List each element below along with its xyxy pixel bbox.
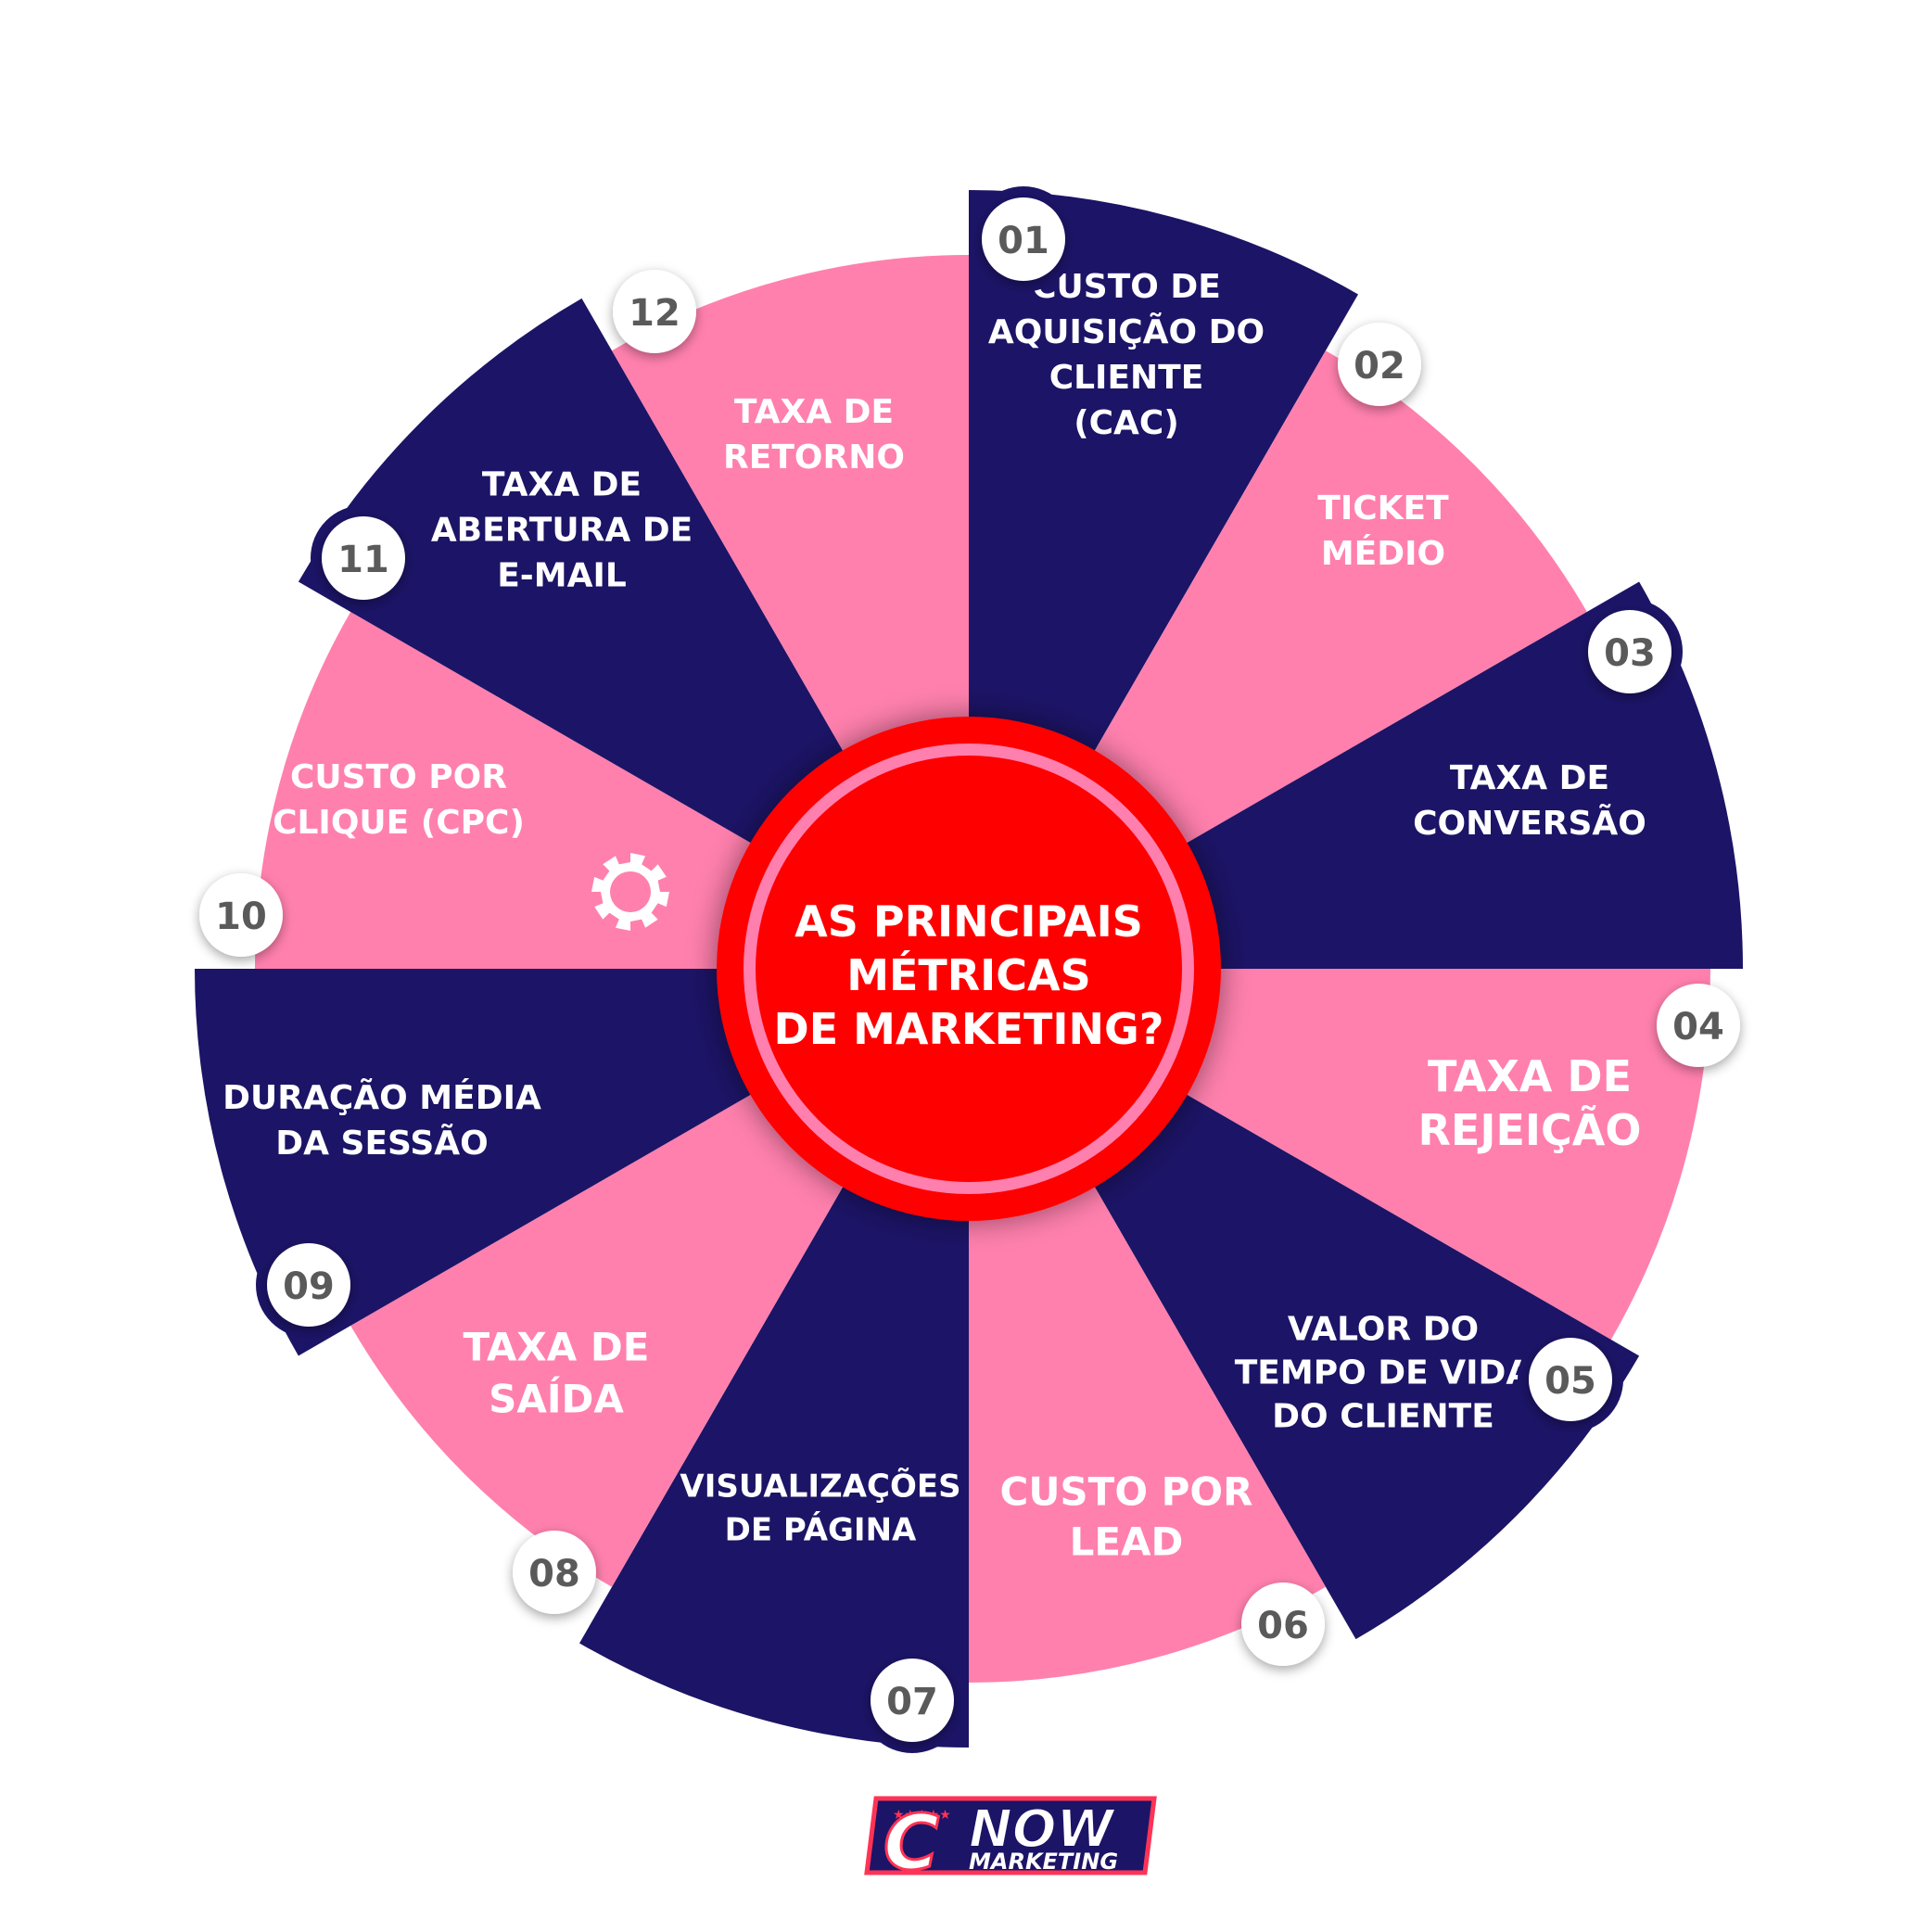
segment-04-label-line: TAXA DE [1428, 1051, 1632, 1101]
badge-circle [982, 197, 1065, 281]
number-badge-08: 08 [513, 1531, 596, 1614]
segment-07-label-line: DE PÁGINA [725, 1510, 917, 1548]
number-badge-09: 09 [256, 1232, 362, 1338]
segment-02-label: TICKET MÉDIO [1317, 489, 1449, 573]
segment-07-label-line: VISUALIZAÇÕES [680, 1467, 960, 1505]
badge-circle [199, 873, 283, 957]
segment-01-label-line: CUSTO DE [1032, 268, 1221, 306]
segment-11-label-line: E-MAIL [497, 557, 627, 595]
logo-subtitle: MARKETING [969, 1849, 1118, 1875]
number-badge-06: 06 [1241, 1582, 1325, 1666]
segment-11-label-line: TAXA DE [482, 466, 642, 504]
number-badge-12: 12 [613, 270, 696, 353]
segment-02-label-line: MÉDIO [1321, 534, 1445, 573]
number-badge-01: 01 [971, 186, 1076, 292]
segment-11-label: TAXA DE ABERTURA DE E-MAIL [431, 466, 693, 595]
center-title-line-1: AS PRINCIPAIS [794, 896, 1143, 947]
badge-circle [1338, 323, 1421, 406]
segment-01-label: CUSTO DE AQUISIÇÃO DO CLIENTE (CAC) [988, 268, 1265, 442]
badge-circle [322, 516, 405, 600]
number-badge-11: 11 [311, 505, 416, 611]
gear-hole [610, 871, 651, 912]
badge-circle [1657, 984, 1740, 1067]
center-title-line-2: MÉTRICAS [846, 950, 1091, 1000]
segment-08-label-line: SAÍDA [489, 1376, 624, 1422]
segment-10-label-line: CUSTO POR [290, 758, 507, 796]
badge-number: 03 [1604, 632, 1656, 675]
segment-12-label-line: TAXA DE [734, 393, 894, 431]
segment-10-label: CUSTO POR CLIQUE (CPC) [273, 758, 525, 842]
gear-icon [591, 853, 669, 931]
logo-letter: C [883, 1799, 939, 1888]
badge-number: 07 [886, 1681, 938, 1723]
badge-circle [267, 1243, 350, 1327]
segment-05-label: VALOR DO TEMPO DE VIDA DO CLIENTE [1235, 1311, 1532, 1436]
number-badge-10: 10 [199, 873, 283, 957]
badge-number: 02 [1354, 345, 1405, 388]
segment-01-label-line: (CAC) [1074, 404, 1179, 442]
badge-number: 01 [998, 220, 1049, 262]
number-badge-03: 03 [1577, 599, 1683, 705]
badge-circle [513, 1531, 596, 1614]
center-title-line-3: DE MARKETING? [774, 1004, 1164, 1054]
badge-circle [1241, 1582, 1325, 1666]
segment-03-label-line: CONVERSÃO [1413, 804, 1646, 843]
segment-11-label-line: ABERTURA DE [431, 512, 693, 550]
badge-number: 11 [337, 539, 389, 581]
badge-number: 09 [283, 1265, 335, 1308]
badges-layer: 01 02 03 04 05 06 07 08 09 10 11 12 [199, 186, 1740, 1753]
segment-12-label-line: RETORNO [723, 439, 905, 477]
segment-05-label-line: DO CLIENTE [1272, 1398, 1494, 1436]
segment-09-label-line: DURAÇÃO MÉDIA [222, 1078, 541, 1117]
segment-12-label: TAXA DE RETORNO [723, 393, 905, 477]
logo-word: NOW [969, 1799, 1116, 1860]
number-badge-05: 05 [1518, 1327, 1623, 1432]
segment-06-label-line: CUSTO POR [1000, 1469, 1253, 1515]
segment-03-label-line: TAXA DE [1450, 759, 1609, 797]
svg-text:★★★★★: ★★★★★ [893, 1809, 951, 1823]
segment-09-label: DURAÇÃO MÉDIA DA SESSÃO [222, 1078, 541, 1163]
segment-08-label: TAXA DE SAÍDA [464, 1325, 650, 1422]
segment-04-label-line: REJEIÇÃO [1418, 1104, 1642, 1155]
badge-number: 08 [528, 1553, 580, 1595]
cnow-marketing-logo: ★★★★★ C NOW MARKETING [864, 1796, 1157, 1889]
badge-number: 06 [1257, 1605, 1309, 1647]
segment-05-label-line: VALOR DO [1288, 1311, 1479, 1349]
badge-circle [613, 270, 696, 353]
segment-03-label: TAXA DE CONVERSÃO [1413, 759, 1646, 843]
segment-06-label-line: LEAD [1070, 1519, 1184, 1565]
number-badge-02: 02 [1338, 323, 1421, 406]
segment-10-label-line: CLIQUE (CPC) [273, 804, 525, 842]
number-badge-07: 07 [859, 1647, 965, 1753]
logo-frame [864, 1796, 1157, 1875]
labels-layer: CUSTO DE AQUISIÇÃO DO CLIENTE (CAC) TICKET MÉ… [222, 268, 1646, 1565]
badge-number: 05 [1544, 1360, 1596, 1403]
segment-01-label-line: AQUISIÇÃO DO [988, 312, 1265, 351]
segment-09-label-line: DA SESSÃO [275, 1124, 489, 1163]
badge-number: 12 [629, 292, 680, 335]
segment-02-label-line: TICKET [1317, 489, 1449, 527]
badge-circle [871, 1659, 954, 1742]
segment-07-label: VISUALIZAÇÕES DE PÁGINA [680, 1467, 960, 1548]
badge-number: 04 [1672, 1006, 1724, 1049]
segment-01-label-line: CLIENTE [1049, 359, 1204, 397]
badge-number: 10 [215, 896, 267, 938]
badge-circle [1529, 1338, 1612, 1421]
center-hub: AS PRINCIPAIS MÉTRICAS DE MARKETING? [717, 717, 1221, 1221]
badge-circle [1588, 610, 1671, 693]
segment-08-label-line: TAXA DE [464, 1325, 650, 1370]
stars-icon: ★★★★★ [893, 1809, 951, 1823]
number-badge-04: 04 [1657, 984, 1740, 1067]
segment-05-label-line: TEMPO DE VIDA [1235, 1354, 1532, 1392]
